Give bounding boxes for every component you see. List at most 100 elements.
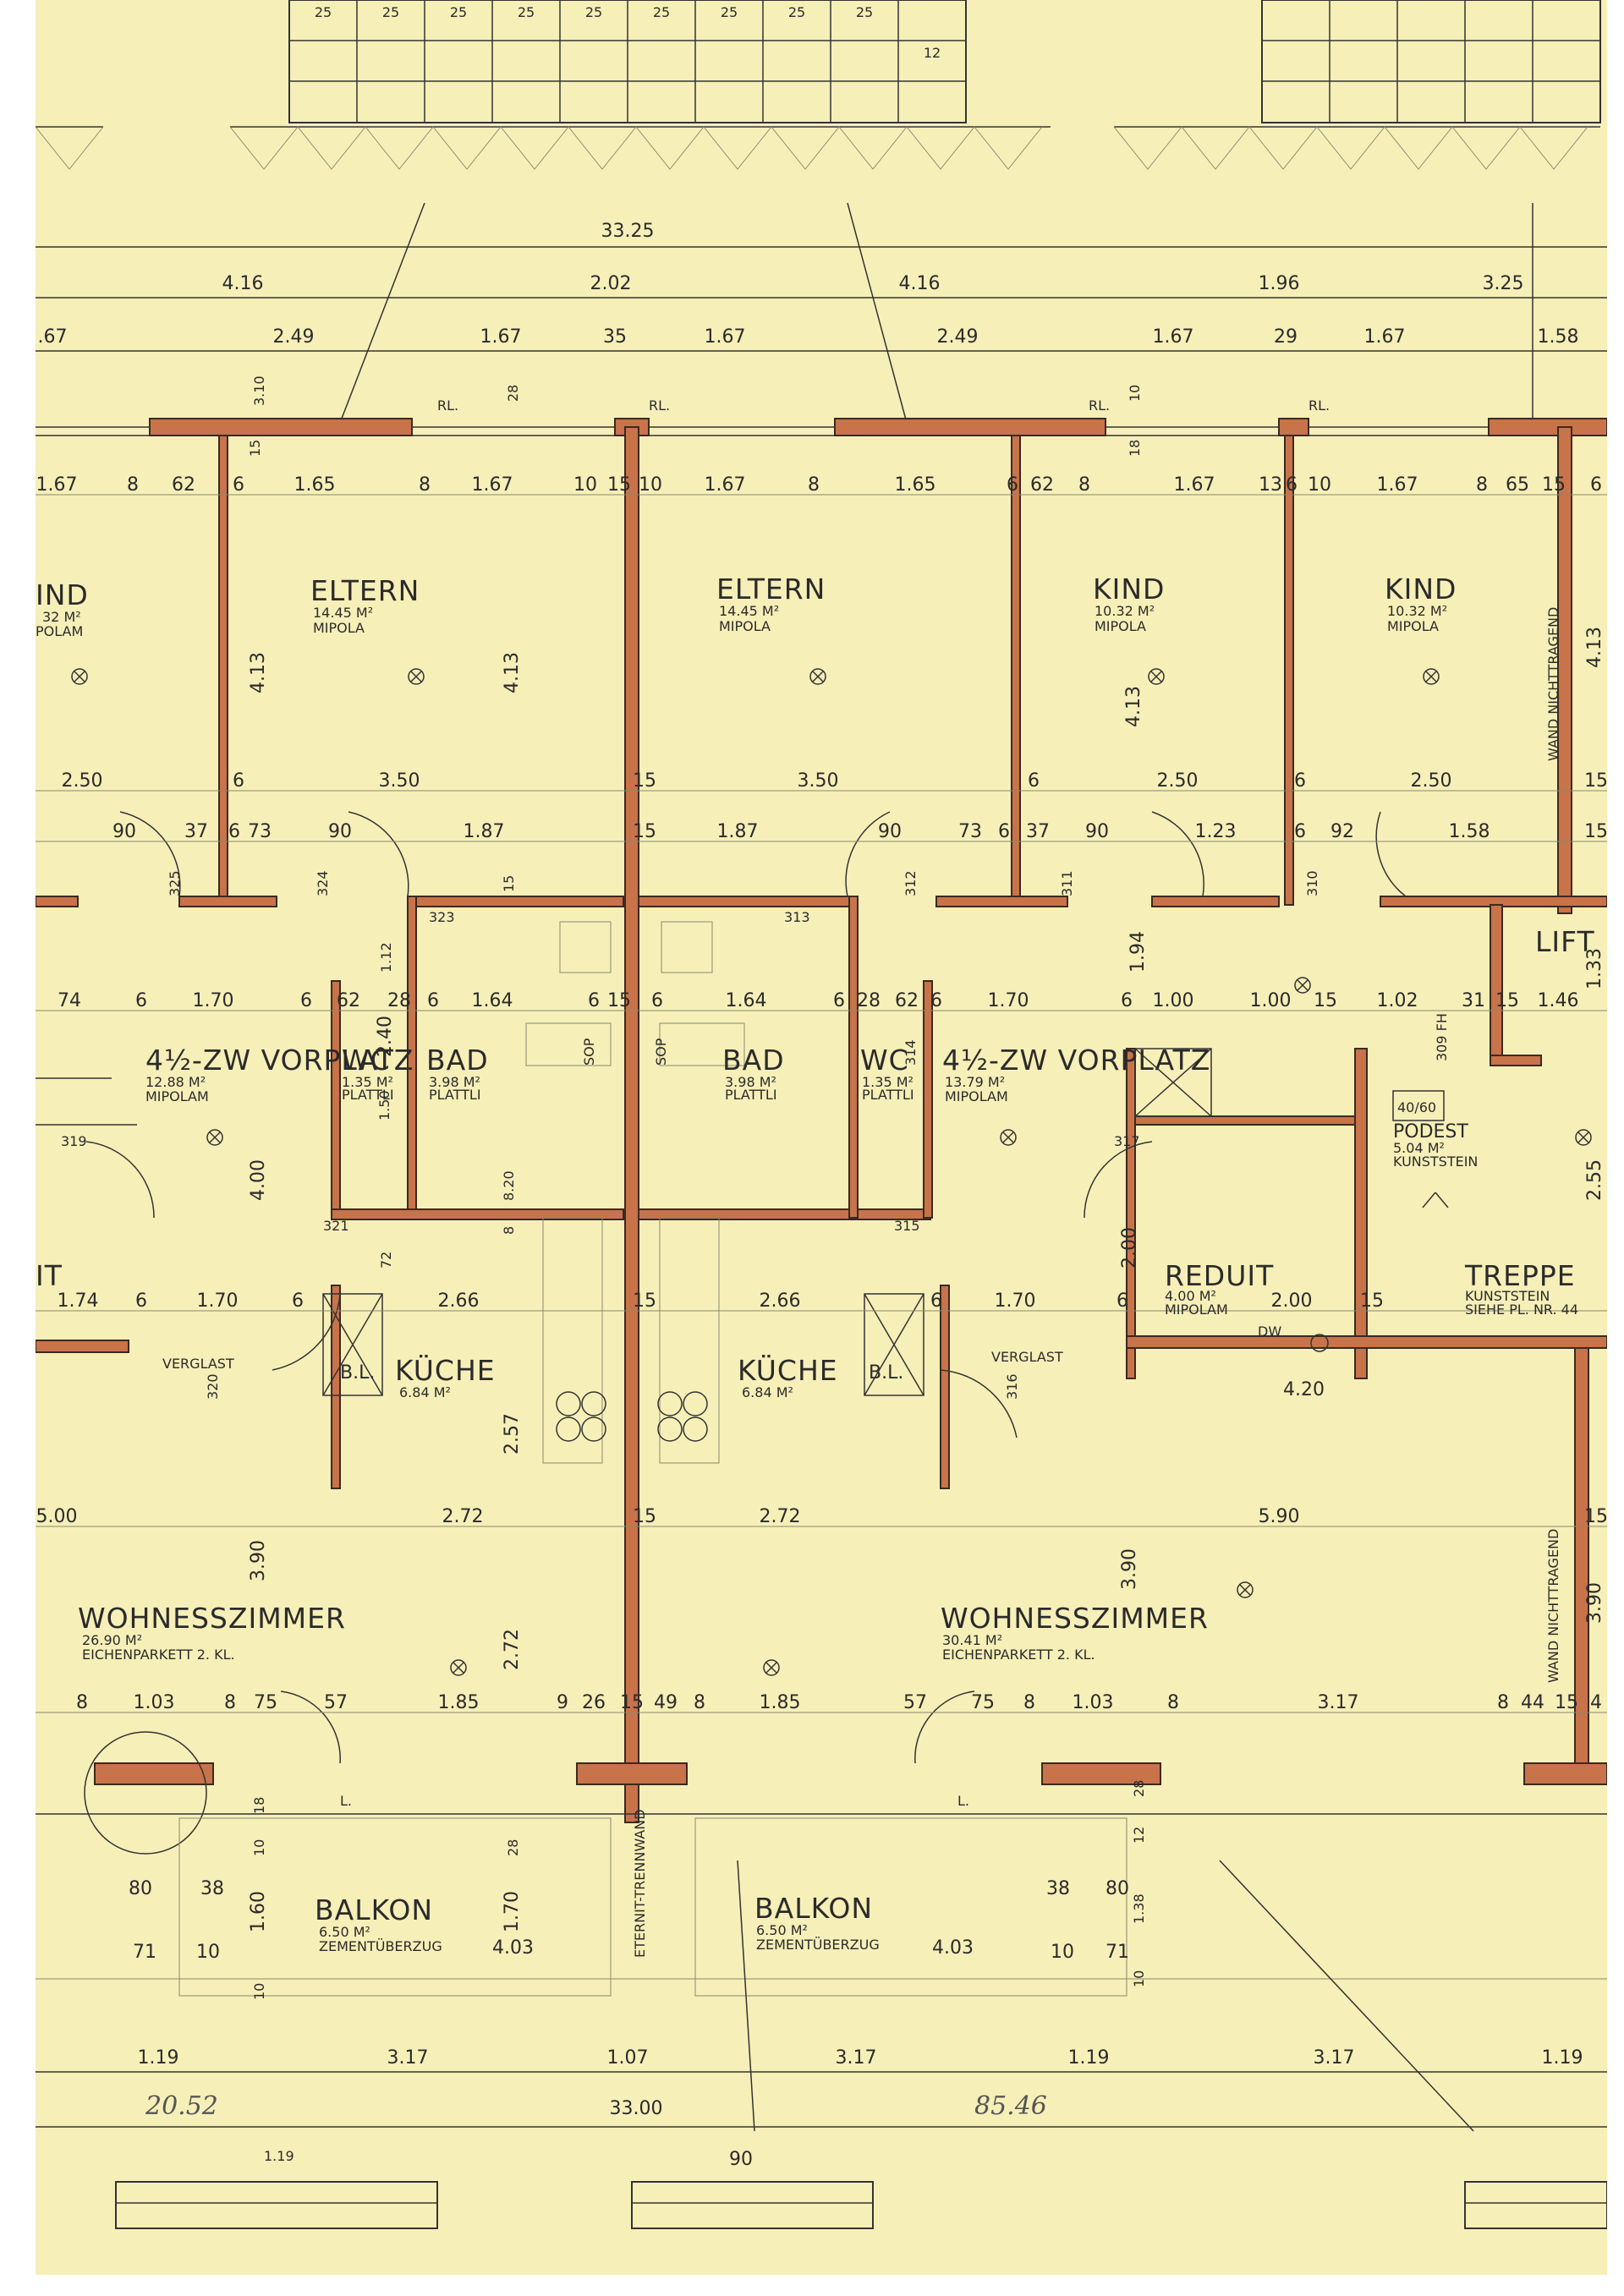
room-area: 14.45 M² bbox=[313, 605, 373, 621]
room-name: KIND bbox=[1093, 573, 1165, 606]
sill-height: 315 bbox=[894, 1218, 920, 1234]
dimension-label: 15 bbox=[1360, 1290, 1384, 1312]
dimension-label: 28 bbox=[387, 990, 411, 1011]
ground-hatch bbox=[35, 126, 1600, 170]
dimension-label: 62 bbox=[172, 474, 195, 496]
dimension-label: 1.19 bbox=[1068, 2047, 1110, 2069]
brick-course-label: 12 bbox=[924, 45, 941, 61]
dimension-label: 1.70 bbox=[197, 1290, 239, 1312]
dimension-label: 8 bbox=[127, 474, 139, 496]
dimension-label: 6 bbox=[228, 821, 240, 842]
overall-dimension-bottom: 33.00 bbox=[610, 2098, 663, 2119]
fh-label: 309 FH bbox=[1434, 1013, 1450, 1061]
room-area: 3.98 M² bbox=[429, 1074, 480, 1090]
size-label: 40/60 bbox=[1397, 1099, 1436, 1115]
dimension-label: 90 bbox=[328, 821, 352, 842]
dimension-label: 62 bbox=[337, 990, 360, 1011]
room-floor: MIPOLAM bbox=[1165, 1301, 1228, 1318]
dimension-label: 35 bbox=[603, 326, 627, 348]
walls bbox=[35, 418, 1608, 1823]
dimension-label: 1.87 bbox=[717, 821, 759, 842]
bottom-brick-strips bbox=[115, 2181, 1608, 2229]
dimension-lines-top: 33.25 4.16 2.02 4.16 1.96 3.25 .67 2.49 … bbox=[36, 202, 1607, 424]
vertical-dimension: 3.90 bbox=[1119, 1548, 1140, 1590]
misc-labels: LIFT IT VERGLAST VERGLAST DW 309 FH 40/6… bbox=[36, 607, 1594, 2170]
room-floor: MIPOLAM bbox=[945, 1088, 1008, 1104]
room-area: 14.45 M² bbox=[719, 603, 779, 619]
dimension-label: 90 bbox=[878, 821, 902, 842]
dimension-label: 1.19 bbox=[1542, 2047, 1583, 2069]
dimension-label: 65 bbox=[1506, 474, 1529, 496]
room-floor: POLAM bbox=[36, 623, 83, 639]
dimension-label: 90 bbox=[1085, 821, 1109, 842]
rl-marker: RL. bbox=[437, 397, 458, 414]
dimension-label: 8 bbox=[76, 1692, 88, 1713]
dimension-label: 92 bbox=[1330, 821, 1354, 842]
room-name: BAD bbox=[722, 1044, 785, 1077]
blueprint-sheet: 25 25 25 25 25 25 25 25 25 12 33.25 4.16… bbox=[35, 0, 1608, 2275]
dimension-label: 15 bbox=[1495, 990, 1519, 1011]
dimension-label: 1.64 bbox=[472, 990, 513, 1011]
dimension-label: 13 bbox=[1259, 474, 1282, 496]
balcony-dim: 38 bbox=[200, 1878, 224, 1899]
dimension-label: 1.67 bbox=[705, 474, 746, 496]
sill-height: 316 bbox=[1004, 1373, 1020, 1400]
dimension-label: 1.46 bbox=[1538, 990, 1579, 1011]
dimension-label: 4.16 bbox=[899, 273, 941, 294]
vertical-dimension: 2.72 bbox=[502, 1629, 523, 1670]
dimension-label: 15 bbox=[633, 821, 656, 842]
dimension-label: 6 bbox=[1028, 770, 1040, 792]
ceiling-light-icon bbox=[71, 668, 88, 685]
dimension-label: 1.19 bbox=[264, 2148, 294, 2164]
room-floor: MIPOLA bbox=[313, 620, 365, 636]
vertical-dimension: 4.13 bbox=[248, 652, 269, 693]
ceiling-light-icon bbox=[1237, 1581, 1254, 1598]
room-floor: EICHENPARKETT 2. KL. bbox=[942, 1647, 1095, 1663]
dimension-label: 1.67 bbox=[705, 326, 746, 348]
kitchen-mark: B.L. bbox=[869, 1362, 903, 1384]
sill-height: 320 bbox=[205, 1373, 221, 1400]
top-brick-strip-left: 25 25 25 25 25 25 25 25 25 12 bbox=[288, 0, 967, 123]
vertical-dimension: 4.13 bbox=[1584, 627, 1605, 668]
dimension-label: 6 bbox=[233, 474, 244, 496]
dimension-label: 90 bbox=[112, 821, 136, 842]
dimension-label: 6 bbox=[300, 990, 312, 1011]
wall-note: ETERNIT-TRENNWAND bbox=[632, 1809, 648, 1958]
room-area: 6.50 M² bbox=[319, 1924, 370, 1940]
dimension-label: 2.50 bbox=[1411, 770, 1452, 792]
dimension-label: 1.67 bbox=[1377, 474, 1418, 496]
rl-marker: RL. bbox=[1309, 397, 1330, 414]
sill-height: 313 bbox=[784, 909, 810, 925]
l-mark: L. bbox=[340, 1793, 352, 1809]
dimension-label: 3.50 bbox=[379, 770, 420, 792]
room-area: 1.35 M² bbox=[342, 1074, 393, 1090]
dimension-label: 1.67 bbox=[1364, 326, 1406, 348]
dimension-label: 6 bbox=[588, 990, 600, 1011]
dimension-label: 75 bbox=[254, 1692, 277, 1713]
dimension-label: 1.07 bbox=[607, 2047, 649, 2069]
vertical-dimension: 3.10 bbox=[251, 375, 267, 406]
dimension-label: 62 bbox=[1030, 474, 1054, 496]
dimension-label: 1.65 bbox=[294, 474, 336, 496]
overall-dimension-top: 33.25 bbox=[601, 221, 655, 242]
dimension-label: 2.00 bbox=[1271, 1290, 1313, 1312]
dimension-label: 6 bbox=[1116, 1290, 1128, 1312]
dimension-label: 74 bbox=[58, 990, 81, 1011]
dimension-label: 1.70 bbox=[193, 990, 234, 1011]
sill-heights: 325 324 323 313 312 311 310 319 321 315 … bbox=[61, 870, 1320, 1400]
rl-marker: RL. bbox=[649, 397, 670, 414]
handwritten-note: 85.46 bbox=[974, 2091, 1047, 2121]
dimension-label: 15 bbox=[607, 990, 631, 1011]
sill-height: 321 bbox=[323, 1218, 349, 1234]
room-floor: PLATTLI bbox=[429, 1087, 481, 1103]
room-floor: KUNSTSTEIN bbox=[1393, 1153, 1478, 1170]
balcony-dim: 4.03 bbox=[492, 1937, 534, 1959]
room-area: 4.00 M² bbox=[1165, 1288, 1216, 1304]
ceiling-light-icon bbox=[450, 1659, 467, 1676]
room-floor: MIPOLAM bbox=[145, 1088, 209, 1104]
vertical-dimension: 4.13 bbox=[1123, 686, 1144, 727]
dimension-label: 4.16 bbox=[222, 273, 264, 294]
dimension-label: 75 bbox=[971, 1692, 995, 1713]
room-name: KÜCHE bbox=[738, 1353, 838, 1387]
room-name: PODEST bbox=[1393, 1121, 1468, 1143]
